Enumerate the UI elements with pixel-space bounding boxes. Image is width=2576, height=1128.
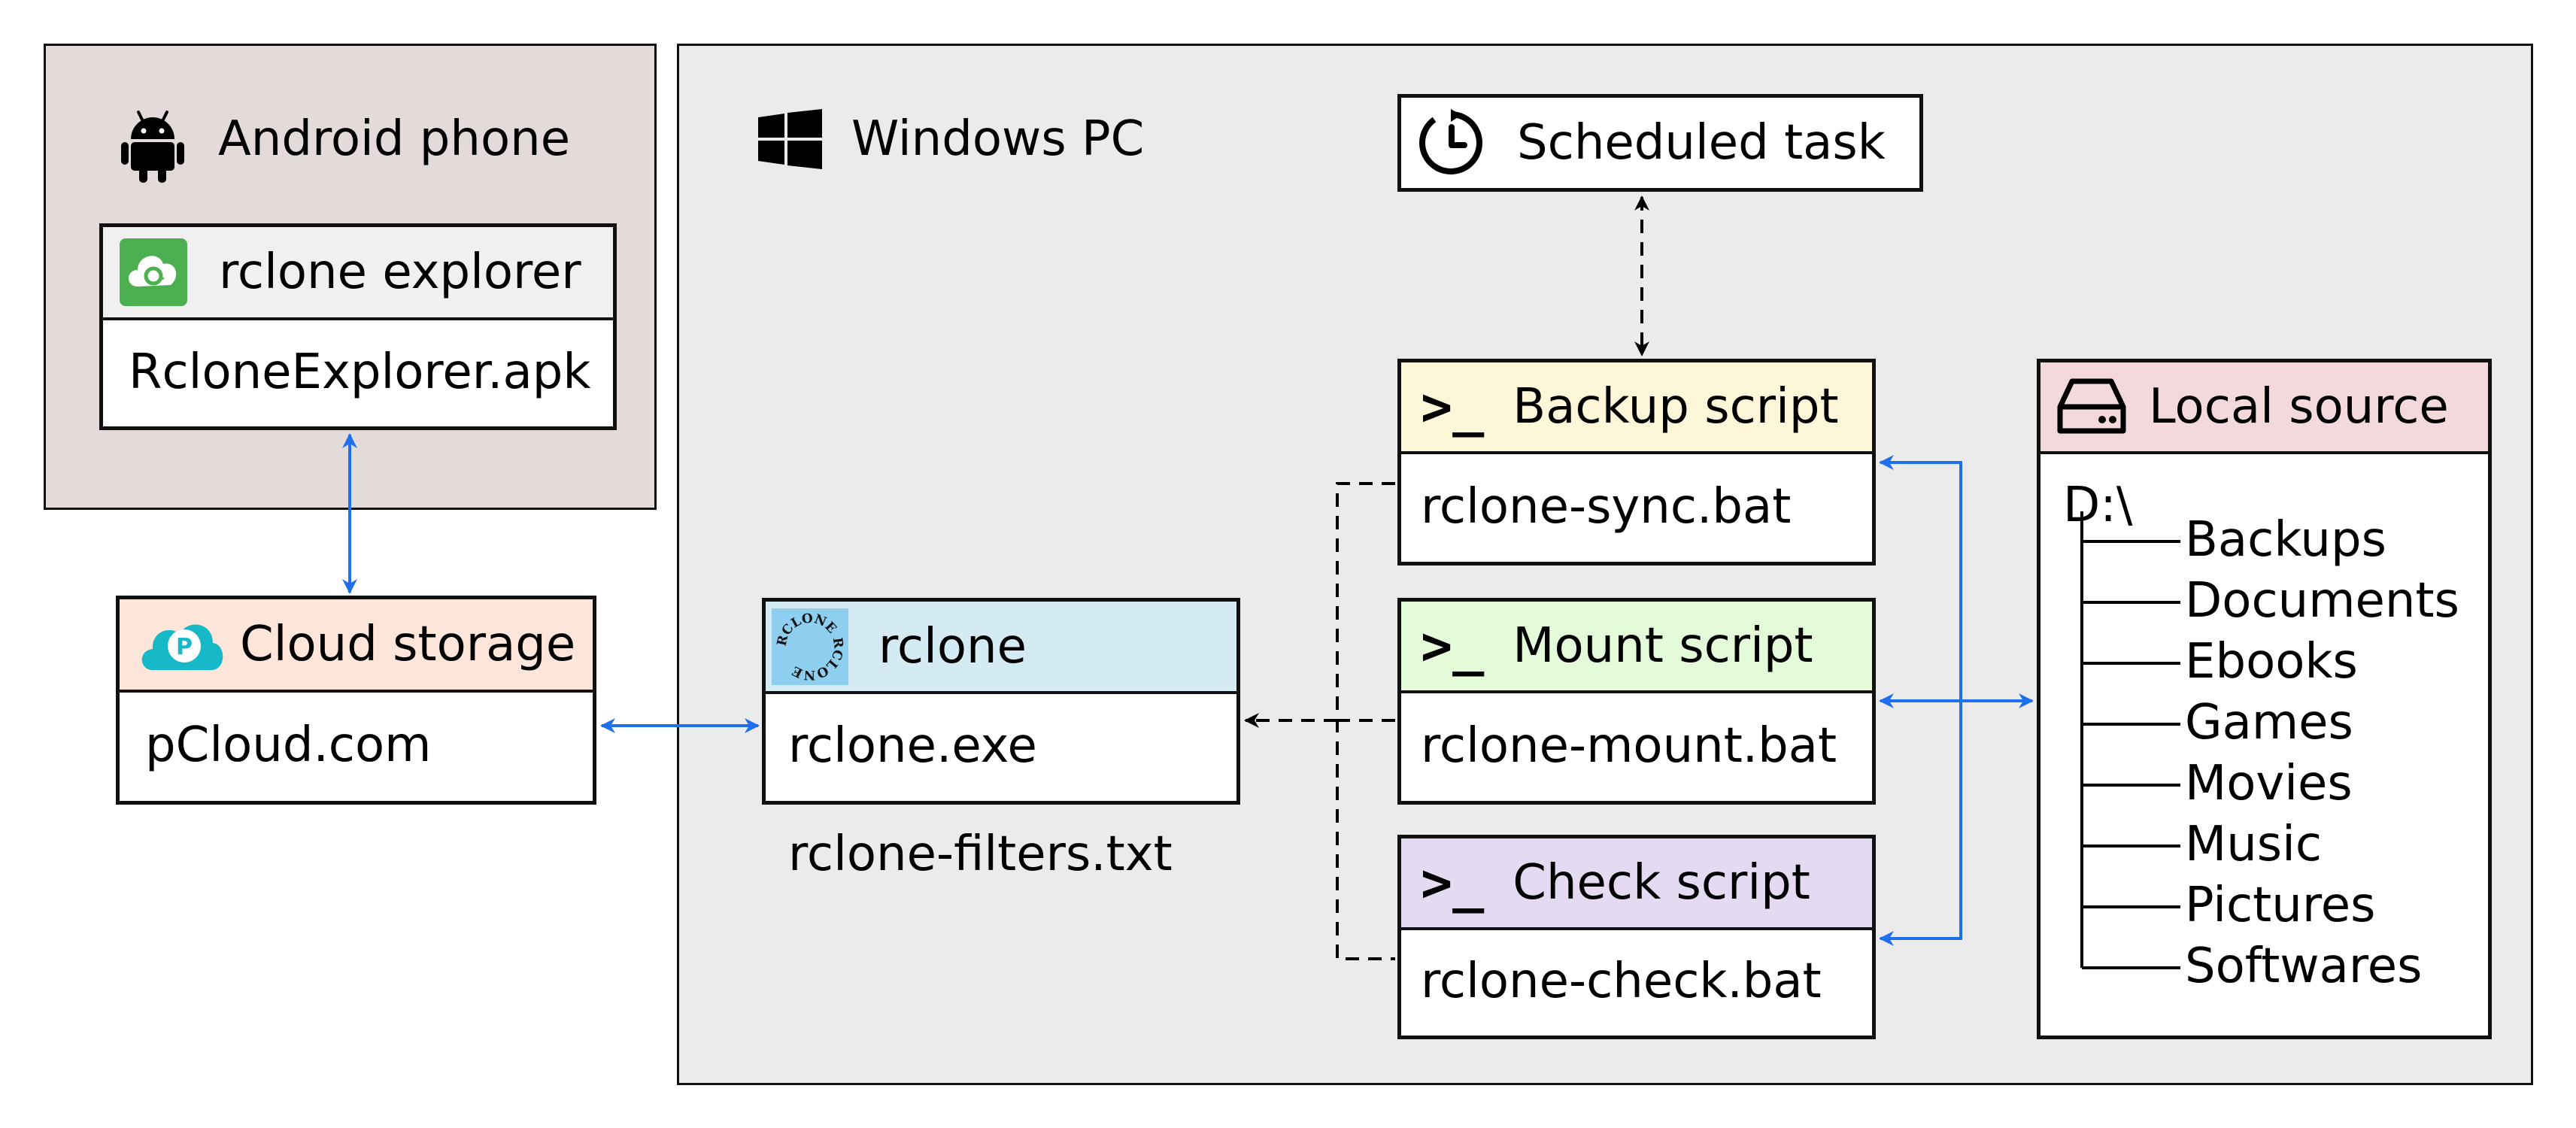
scheduled-task-title: Scheduled task [1517, 115, 1886, 171]
mount-script-header: >_ Mount script [1401, 602, 1872, 693]
backup-script-header: >_ Backup script [1401, 362, 1872, 454]
backup-script-box: >_ Backup script rclone-sync.bat [1397, 359, 1876, 566]
rclone-logo-icon: RCLONE RCLONE [772, 608, 848, 685]
svg-text:P: P [176, 634, 193, 660]
cloud-storage-title: Cloud storage [240, 617, 576, 672]
backup-script-body: rclone-sync.bat [1401, 451, 1872, 562]
pcloud-logo-icon: P [136, 614, 226, 675]
rclone-explorer-title: rclone explorer [219, 244, 581, 300]
rclone-explorer-body: RcloneExplorer.apk [103, 317, 613, 426]
folder-item: Softwares [2185, 938, 2423, 994]
local-backup-arrow [1879, 455, 1962, 701]
cloud-storage-body: pCloud.com [120, 690, 593, 801]
check-script-body: rclone-check.bat [1401, 927, 1872, 1036]
clock-icon [1418, 109, 1485, 177]
check-script-header: >_ Check script [1401, 838, 1872, 930]
local-source-header: Local source [2040, 362, 2488, 454]
local-check-arrow [1879, 701, 1962, 946]
mount-script-title: Mount script [1513, 618, 1813, 674]
backup-script-title: Backup script [1513, 379, 1839, 435]
check-script-title: Check script [1513, 855, 1810, 911]
folder-item: Music [2185, 817, 2323, 872]
folder-item: Backups [2185, 512, 2386, 568]
terminal-prompt-icon: >_ [1421, 376, 1485, 438]
mount-script-body: rclone-mount.bat [1401, 690, 1872, 801]
rclone-explorer-header: rclone explorer [103, 227, 613, 320]
mount-script-box: >_ Mount script rclone-mount.bat [1397, 598, 1876, 805]
backup-script-file: rclone-sync.bat [1421, 478, 1792, 535]
rclone-file: rclone.exe [788, 718, 1037, 774]
android-icon [120, 108, 185, 183]
rclone-title: rclone [878, 618, 1027, 675]
folder-item: Movies [2185, 756, 2353, 811]
cloud-storage-file: pCloud.com [145, 717, 432, 773]
check-script-box: >_ Check script rclone-check.bat [1397, 835, 1876, 1039]
folder-item: Ebooks [2185, 634, 2358, 690]
windows-pc-title: Windows PC [851, 111, 1145, 167]
folder-item: Pictures [2185, 878, 2376, 933]
rclone-explorer-box: rclone explorer RcloneExplorer.apk [99, 223, 617, 430]
scripts-rclone-bracket [1336, 482, 1395, 960]
windows-logo-icon [758, 109, 822, 169]
check-script-file: rclone-check.bat [1421, 954, 1822, 1009]
local-source-title: Local source [2149, 379, 2449, 435]
rclone-explorer-app-icon [120, 238, 187, 306]
android-phone-title: Android phone [218, 111, 571, 167]
rclone-explorer-file: RcloneExplorer.apk [129, 344, 591, 400]
rclone-filters-file: rclone-filters.txt [788, 826, 1173, 882]
rclone-body: rclone.exe [766, 691, 1236, 801]
cloud-storage-box: P Cloud storage pCloud.com [116, 596, 596, 805]
folder-tree-lines [2080, 511, 2180, 969]
rclone-box: RCLONE RCLONE rclone rclone.exe [762, 598, 1240, 805]
folder-item: Documents [2185, 573, 2459, 629]
mount-script-file: rclone-mount.bat [1421, 717, 1837, 774]
cloud-storage-header: P Cloud storage [120, 599, 593, 693]
folder-item: Games [2185, 695, 2353, 750]
hard-drive-icon [2056, 377, 2128, 437]
scheduled-task-box: Scheduled task [1397, 94, 1923, 192]
terminal-prompt-icon: >_ [1421, 615, 1485, 677]
rclone-header: RCLONE RCLONE rclone [766, 602, 1236, 694]
terminal-prompt-icon: >_ [1421, 852, 1485, 914]
drive-root: D:\ [2063, 478, 2133, 533]
